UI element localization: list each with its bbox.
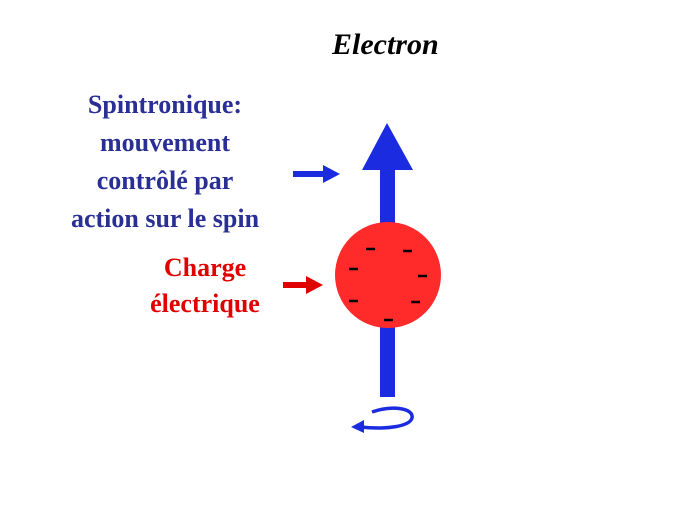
spin-pointer-arrow-icon [293,165,340,183]
spin-axis-arrowhead-icon [362,123,413,170]
spintronics-label: Spintronique: mouvement contrôlé par act… [40,86,290,238]
spintronics-label-line: mouvement [100,128,230,157]
charge-label-line: électrique [150,289,260,318]
diagram-title: Electron [332,28,439,61]
negative-charges [349,247,427,322]
charge-pointer-arrow-icon [283,276,323,294]
spintronics-label-line: action sur le spin [70,204,260,233]
spintronics-label-line: Spintronique: [87,90,243,119]
spintronics-label-line: contrôlé par [96,166,234,195]
charge-label-line: Charge [163,253,247,282]
rotation-arrow-icon [359,406,414,430]
rotation-arrowhead-icon [351,420,364,433]
charge-label: Charge électrique [120,250,290,322]
